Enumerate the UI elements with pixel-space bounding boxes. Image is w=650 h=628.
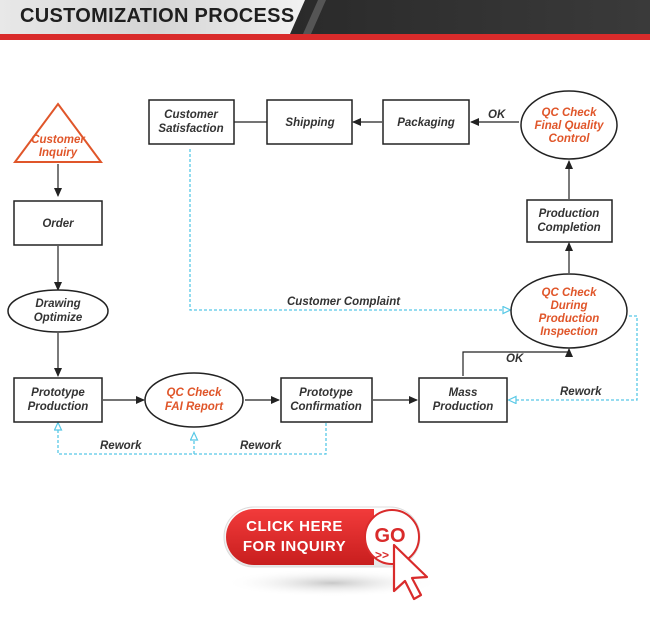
rework-lines	[58, 149, 638, 455]
rework-line-right	[509, 315, 638, 400]
node-packaging	[382, 99, 470, 145]
cta-go-arrows: >>	[375, 548, 389, 562]
node-mass-production	[418, 377, 508, 423]
label-ok-top: OK	[488, 109, 506, 121]
label-customer-complaint: Customer Complaint	[287, 296, 401, 308]
nodes	[7, 90, 628, 428]
arrow-mass-qcduring	[462, 348, 573, 376]
node-qc-final	[520, 90, 618, 160]
inquiry-cta-button[interactable]: GO >> CLICK HERE FOR INQUIRY	[222, 505, 442, 615]
cta-go-text: GO	[374, 525, 405, 547]
page-title: CUSTOMIZATION PROCESS	[20, 5, 295, 27]
node-production-completion	[526, 199, 613, 243]
node-qc-fai	[144, 372, 244, 428]
cta-label: CLICK HERE FOR INQUIRY	[222, 517, 367, 557]
customer-complaint-line	[189, 149, 510, 310]
label-ok-mid: OK	[506, 353, 524, 365]
node-order	[13, 200, 103, 246]
node-customer-satisfaction	[148, 99, 235, 145]
node-qc-during	[510, 273, 628, 349]
edge-labels: OK OK Customer Complaint Rework Rework R…	[100, 109, 602, 452]
label-packaging: Packaging	[397, 117, 455, 129]
cta-line-2: FOR INQUIRY	[242, 538, 347, 555]
header-bar: CUSTOMIZATION PROCESS	[0, 0, 650, 44]
label-order: Order	[42, 218, 74, 230]
node-shipping	[266, 99, 353, 145]
node-prototype-production	[13, 377, 103, 423]
header-graphic	[0, 0, 650, 40]
label-shipping: Shipping	[285, 117, 334, 129]
node-customer-inquiry	[13, 102, 103, 163]
node-prototype-confirmation	[280, 377, 373, 423]
label-rework-left: Rework	[100, 440, 142, 452]
cta-graphic: GO >>	[223, 506, 440, 601]
label-rework-right: Rework	[560, 386, 602, 398]
node-drawing-optimize	[7, 289, 109, 333]
cursor-icon	[392, 543, 429, 601]
label-rework-mid: Rework	[240, 440, 282, 452]
rework-line-bottom	[58, 423, 327, 455]
flow-arrows	[54, 118, 573, 404]
cta-line-1: CLICK HERE	[246, 518, 343, 535]
